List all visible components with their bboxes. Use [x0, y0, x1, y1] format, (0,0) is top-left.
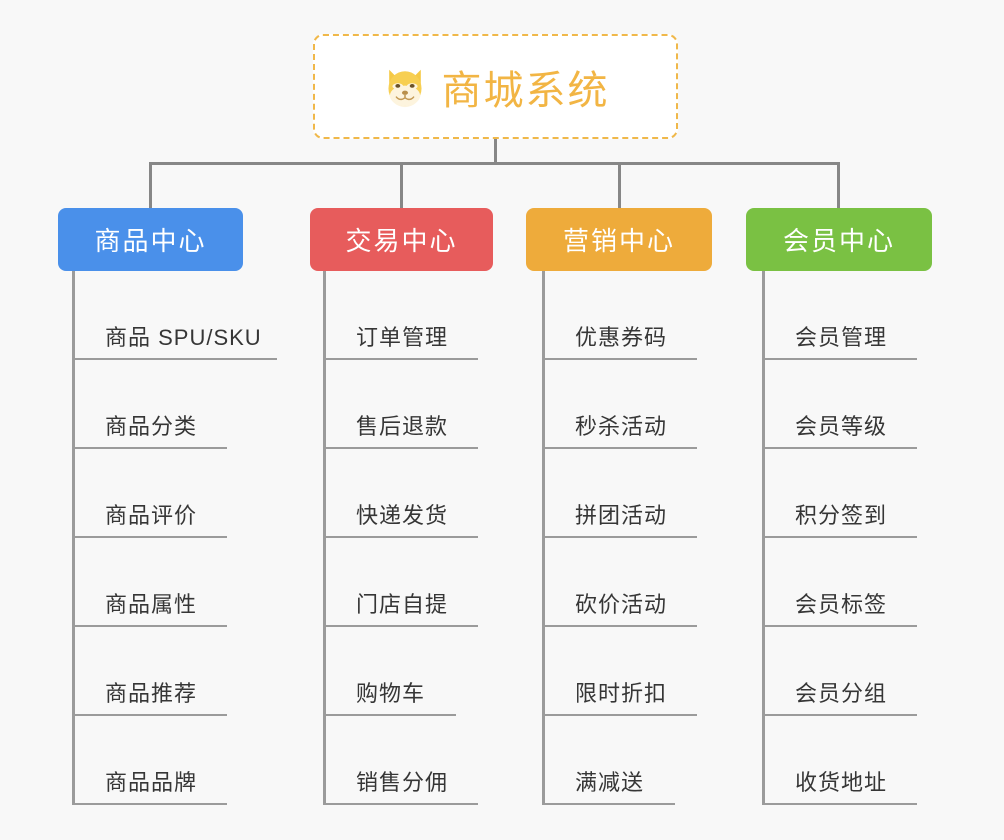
category-box-member-center[interactable]: 会员中心: [746, 208, 932, 271]
leaf-item-label: 售后退款: [356, 414, 449, 439]
leaf-item-label: 门店自提: [356, 592, 449, 617]
leaf-item-label: 订单管理: [356, 325, 449, 350]
connector-horizontal-bus: [149, 162, 840, 165]
root-node-mall-system[interactable]: 商城系统: [313, 34, 678, 139]
leaf-item-label: 商品分类: [105, 414, 198, 439]
leaf-item[interactable]: 商品属性: [72, 538, 227, 627]
category-box-marketing-center[interactable]: 营销中心: [526, 208, 712, 271]
connector-drop-product-center: [149, 162, 152, 208]
connector-drop-marketing-center: [618, 162, 621, 208]
connector-drop-member-center: [837, 162, 840, 208]
leaf-item-label: 砍价活动: [575, 592, 668, 617]
leaf-item-label: 商品 SPU/SKU: [105, 325, 262, 350]
root-node-label: 商城系统: [441, 68, 610, 113]
leaf-rail-member-center: [762, 271, 765, 805]
leaf-item-label: 拼团活动: [575, 503, 668, 528]
leaf-item[interactable]: 商品推荐: [72, 627, 227, 716]
leaf-item[interactable]: 满减送: [542, 716, 675, 805]
leaf-item-label: 限时折扣: [575, 681, 668, 706]
leaf-item-label: 商品品牌: [105, 770, 198, 795]
shiba-inu-dog-face-icon: [382, 64, 428, 110]
leaf-rail-trade-center: [323, 271, 326, 805]
leaf-item-label: 会员等级: [795, 414, 888, 439]
leaf-item-label: 收货地址: [795, 770, 888, 795]
category-box-product-center[interactable]: 商品中心: [58, 208, 243, 271]
leaf-item-label: 优惠券码: [575, 325, 668, 350]
leaf-rail-product-center: [72, 271, 75, 805]
leaf-item[interactable]: 收货地址: [762, 716, 917, 805]
leaf-item[interactable]: 商品 SPU/SKU: [72, 271, 277, 360]
category-label-marketing-center: 营销中心: [562, 226, 675, 256]
leaf-item[interactable]: 砍价活动: [542, 538, 697, 627]
category-label-product-center: 商品中心: [94, 226, 207, 256]
leaf-item[interactable]: 优惠券码: [542, 271, 697, 360]
leaf-rail-marketing-center: [542, 271, 545, 805]
connector-drop-trade-center: [400, 162, 403, 208]
leaf-item-label: 购物车: [356, 681, 426, 706]
category-box-trade-center[interactable]: 交易中心: [310, 208, 493, 271]
leaf-item[interactable]: 会员管理: [762, 271, 917, 360]
leaf-item[interactable]: 购物车: [323, 627, 456, 716]
leaf-item[interactable]: 会员分组: [762, 627, 917, 716]
leaf-item-label: 积分签到: [795, 503, 888, 528]
leaf-item-label: 商品评价: [105, 503, 198, 528]
leaf-item[interactable]: 限时折扣: [542, 627, 697, 716]
leaf-item-label: 会员分组: [795, 681, 888, 706]
leaf-item[interactable]: 秒杀活动: [542, 360, 697, 449]
leaf-item[interactable]: 拼团活动: [542, 449, 697, 538]
leaf-item-label: 销售分佣: [356, 770, 449, 795]
leaf-item[interactable]: 商品评价: [72, 449, 227, 538]
leaf-item[interactable]: 订单管理: [323, 271, 478, 360]
leaf-item[interactable]: 售后退款: [323, 360, 478, 449]
leaf-item-label: 商品推荐: [105, 681, 198, 706]
leaf-item[interactable]: 快递发货: [323, 449, 478, 538]
category-label-member-center: 会员中心: [782, 226, 895, 256]
leaf-item[interactable]: 会员等级: [762, 360, 917, 449]
leaf-item-label: 快递发货: [356, 503, 449, 528]
leaf-item[interactable]: 会员标签: [762, 538, 917, 627]
leaf-item[interactable]: 商品分类: [72, 360, 227, 449]
leaf-item[interactable]: 销售分佣: [323, 716, 478, 805]
leaf-item[interactable]: 门店自提: [323, 538, 478, 627]
leaf-item-label: 秒杀活动: [575, 414, 668, 439]
category-label-trade-center: 交易中心: [345, 226, 458, 256]
connector-root-stem: [494, 139, 497, 164]
leaf-item[interactable]: 积分签到: [762, 449, 917, 538]
leaf-item-label: 会员管理: [795, 325, 888, 350]
leaf-item-label: 满减送: [575, 770, 645, 795]
leaf-item[interactable]: 商品品牌: [72, 716, 227, 805]
leaf-item-label: 会员标签: [795, 592, 888, 617]
leaf-item-label: 商品属性: [105, 592, 198, 617]
